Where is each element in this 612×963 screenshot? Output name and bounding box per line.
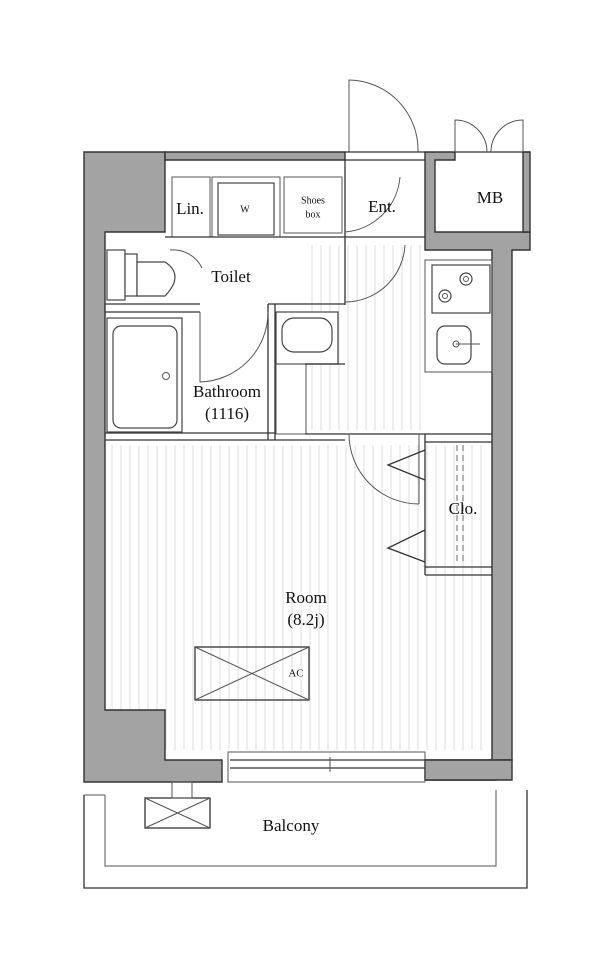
toilet-fixture [106,249,203,301]
top-wall [164,151,346,161]
entrance-label: Ent. [368,197,396,217]
room-label: Room [285,588,327,608]
left-wall [83,151,223,783]
doors [199,79,524,563]
room-size-label: (8.2j) [287,610,325,630]
bottom-wall [424,759,513,781]
interior-walls [105,160,493,576]
ac-label: AC [288,667,304,680]
outdoor-unit [144,781,211,829]
balcony-label: Balcony [262,816,320,836]
floor-boards [111,245,482,750]
right-wall [424,151,531,781]
toilet-label: Toilet [211,267,251,287]
bathroom-label: Bathroom [193,382,261,402]
washer-label: W [240,204,250,216]
bathroom-size-label: (1116) [204,404,250,424]
closet-label: Clo. [448,499,478,519]
ac-unit [194,646,310,701]
balcony-window [227,751,426,783]
bathtub-fixture [106,317,183,433]
balcony-outline [83,790,528,889]
shoes-box-label-2: box [305,209,321,221]
mb-wall [522,151,531,233]
shoes-box-label-1: Shoes [301,195,325,207]
meter-box-label: MB [476,188,504,208]
linen-label: Lin. [176,199,204,219]
